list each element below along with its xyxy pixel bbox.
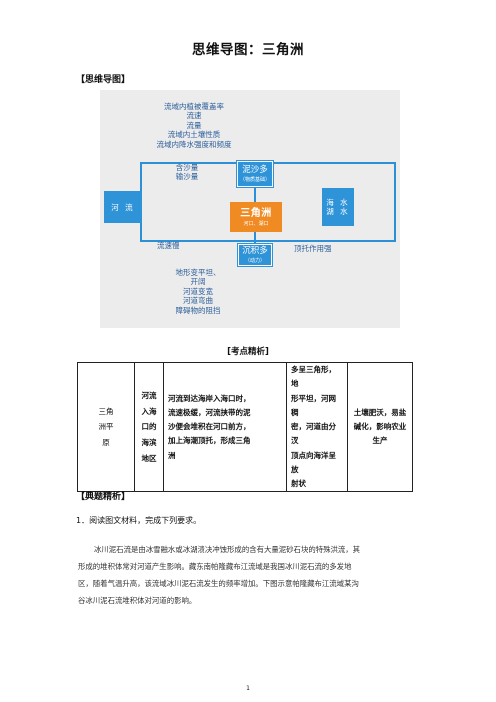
table-cell-type: 三角洲平原 <box>77 361 135 493</box>
paragraph-line: 区，随着气温升高，该流域冰川泥石流发生的频率增加。下图示意帕隆藏布江流域某沟 <box>78 579 359 588</box>
table-cell-features: 多呈三角形，地形平坦，河网稠密，河道由分汊顶点向海洋呈放射状 <box>286 361 348 493</box>
slow-flow-label: 流速慢 <box>157 241 180 250</box>
table-cell-impact: 土壤肥沃，易盐碱化，影响农业生产 <box>347 361 413 493</box>
section-mindmap-heading: 【思维导图】 <box>76 75 131 85</box>
section-example-heading: 【典题精析】 <box>76 492 131 502</box>
paragraph-line: 冰川泥石流是由冰雪融水或冰湖溃决冲蚀形成的含有大量泥砂石块的特殊洪流，其 <box>94 545 361 554</box>
sediment-box: 泥沙多 （物质基础） <box>236 160 274 188</box>
question-intro: 1．阅读图文材料，完成下列要求。 <box>76 516 202 525</box>
bottom-factors-list: 地形变平坦、 开阔 河道变宽 河道弯曲 障碍物的阻挡 <box>175 268 221 315</box>
table-cell-formation: 河流到达海岸入海口时，流速极缓，河流挟带的泥沙便会堆积在河口前方，加上海潮顶托，… <box>163 361 287 493</box>
paragraph-line: 谷冰川泥石流堆积体对河道的影响。 <box>78 596 197 605</box>
river-box: 河 流 <box>104 191 142 223</box>
deposit-box: 沉积多 （动力） <box>237 243 273 267</box>
page-title: 思维导图：三角洲 <box>192 42 304 58</box>
table-cell-location: 河流入海口的海滨地区 <box>134 361 164 493</box>
sand-labels: 含沙量 输沙量 <box>175 163 199 182</box>
tide-support-label: 顶托作用强 <box>294 244 332 253</box>
sea-lake-box: 海 水 湖 水 <box>322 188 354 226</box>
delta-info-table: 三角洲平原 河流入海口的海滨地区 河流到达海岸入海口时，流速极缓，河流挟带的泥沙… <box>77 361 413 493</box>
top-factors-list: 流域内植被覆盖率 流速 流量 流域内土壤性质 流域内降水强度和频度 <box>156 102 232 149</box>
page-number: 1 <box>246 685 250 692</box>
connector-line-top <box>254 187 256 202</box>
paragraph-line: 形成的堆积体常对河道产生影响。藏东南帕隆藏布江流域是我国冰川泥石流的多发地 <box>78 562 352 571</box>
connector-line-bottom <box>254 232 256 244</box>
kaodian-heading: [考点精析] <box>227 347 269 357</box>
table-row: 三角洲平原 河流入海口的海滨地区 河流到达海岸入海口时，流速极缓，河流挟带的泥沙… <box>77 361 413 493</box>
delta-mindmap-diagram: 流域内植被覆盖率 流速 流量 流域内土壤性质 流域内降水强度和频度 河 流 海 … <box>100 90 400 328</box>
delta-box: 三角洲 河口、湖口 <box>230 202 282 232</box>
